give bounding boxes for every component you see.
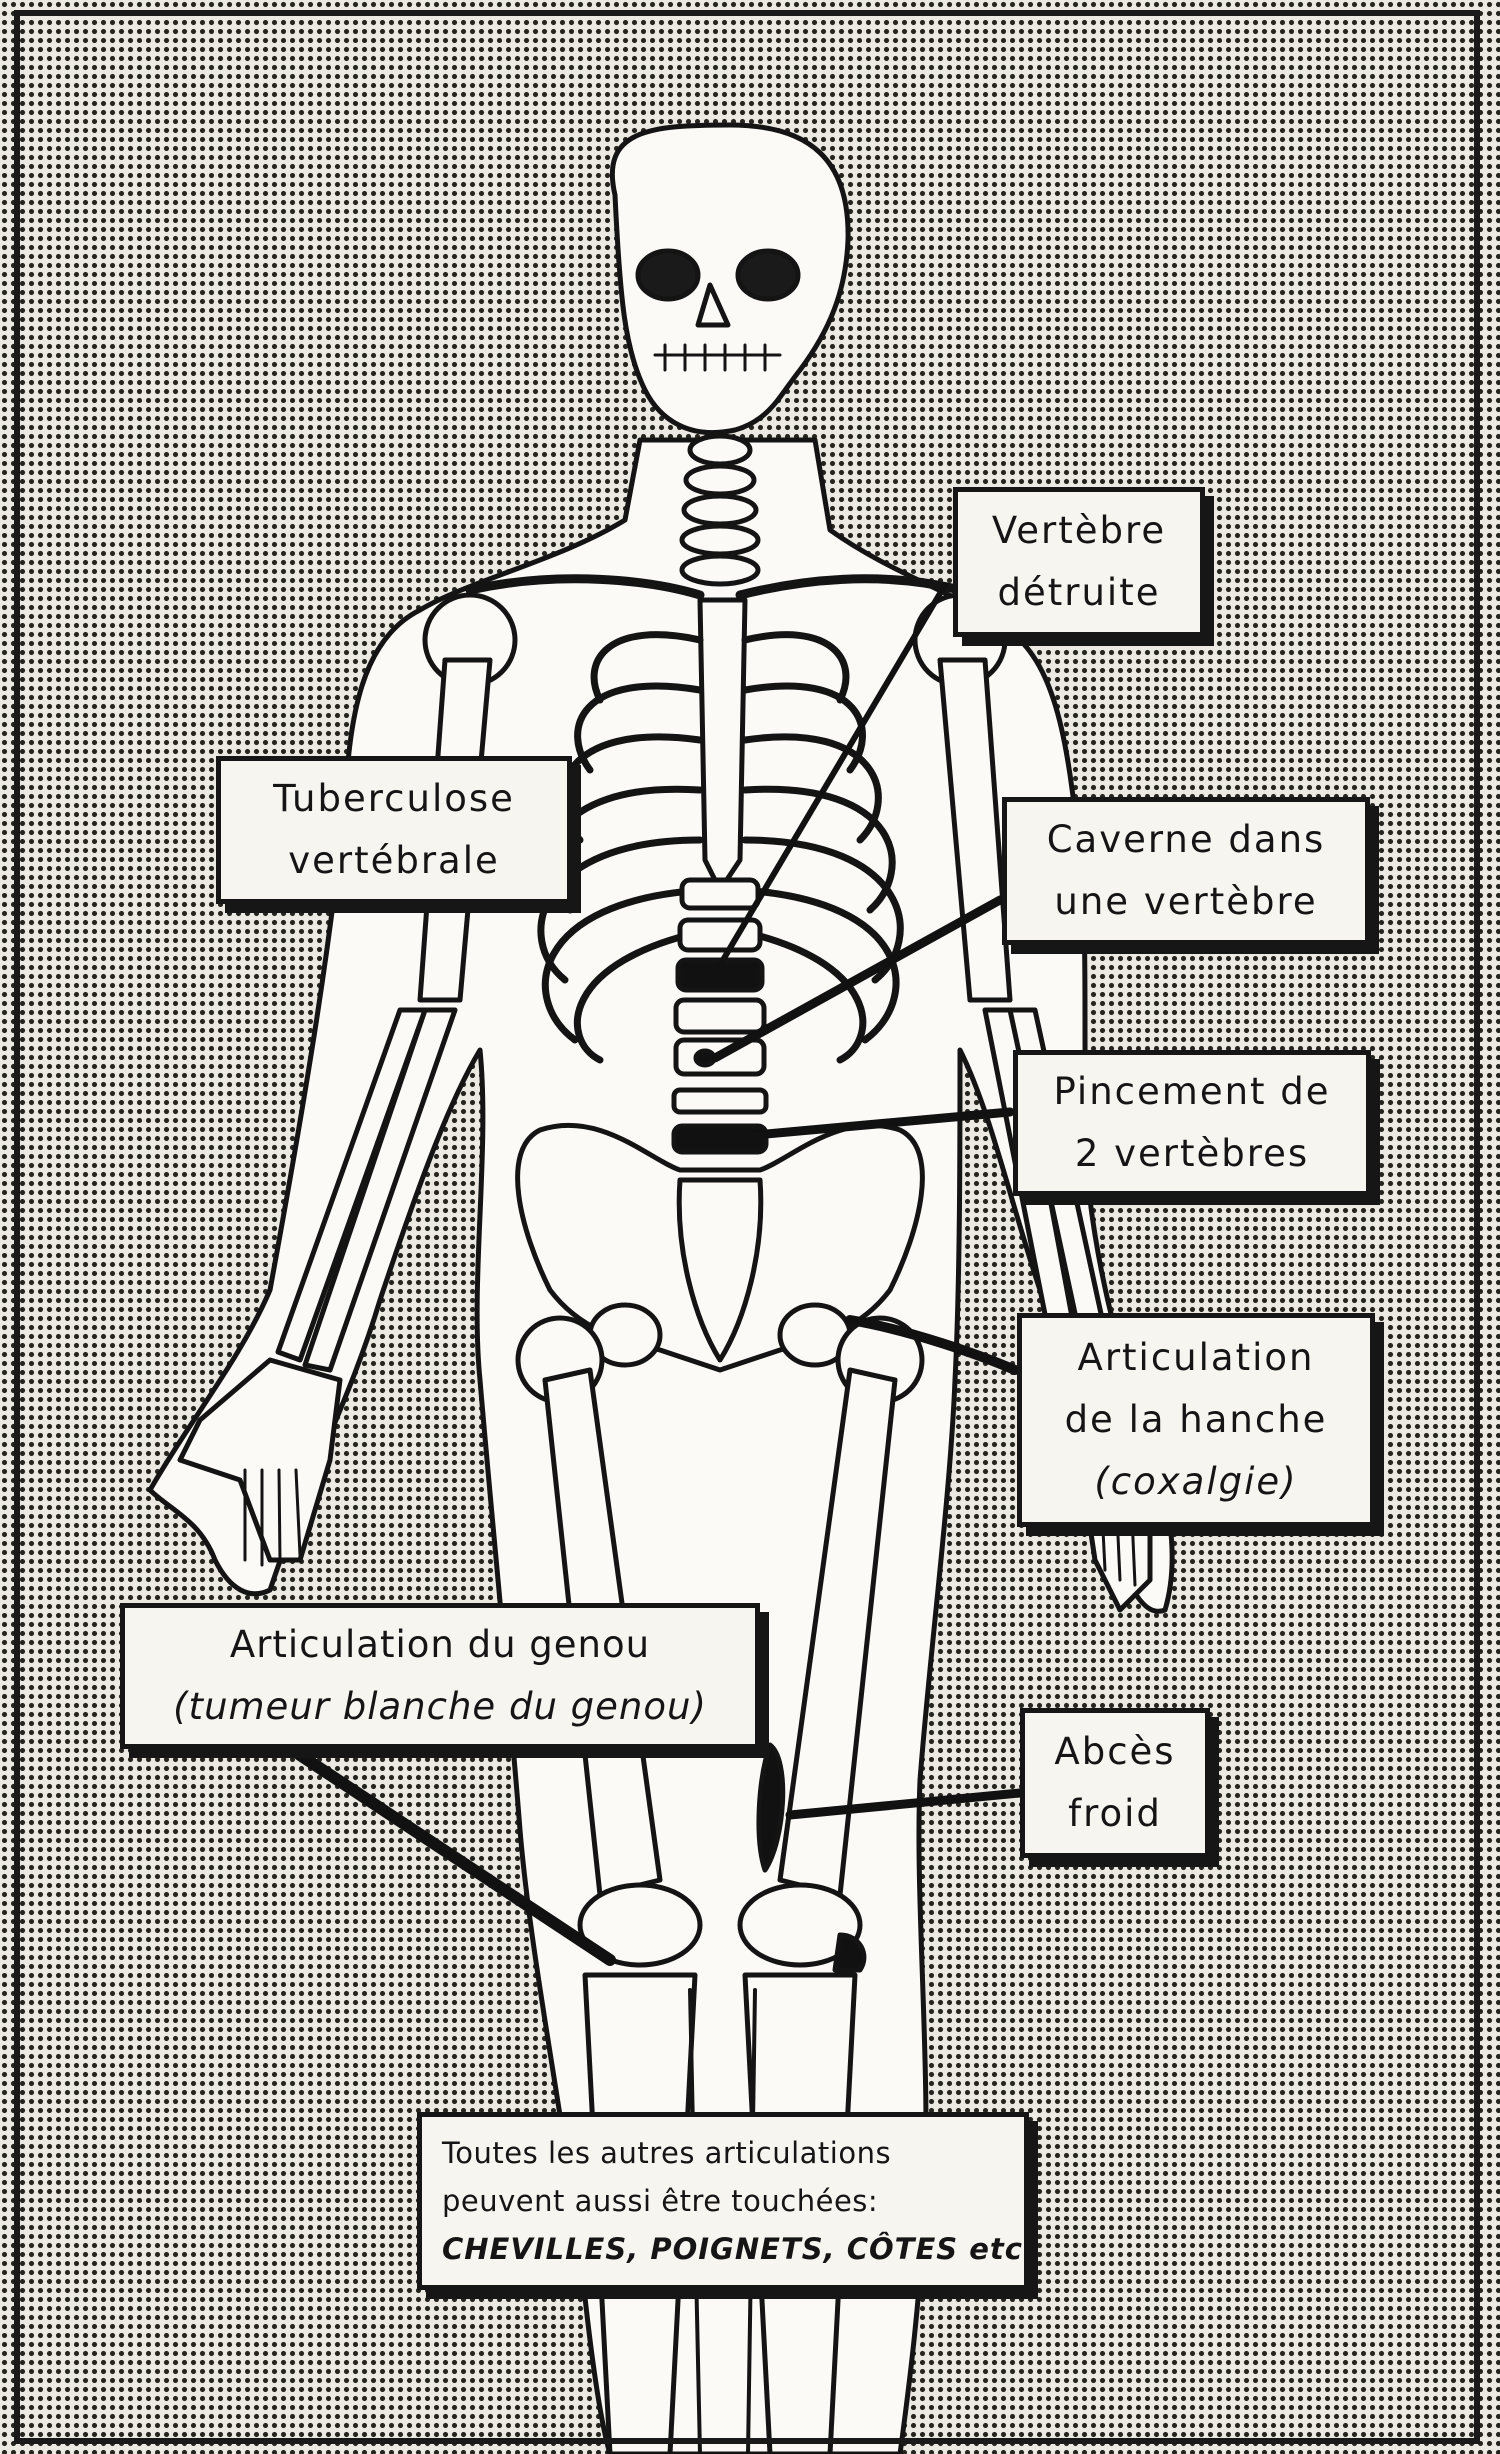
leader-hanche bbox=[845, 1315, 1020, 1375]
leader-vertebre-detruite bbox=[717, 582, 948, 968]
right-kneecap bbox=[737, 1882, 863, 1968]
left-hand bbox=[177, 1357, 343, 1563]
label-autres-articulations: Toutes les autres articulations peuvent … bbox=[417, 2112, 1029, 2290]
label-caverne: Caverne dans une vertèbre bbox=[1002, 797, 1370, 945]
label-tuberculose-vertebrale: Tuberculose vertébrale bbox=[216, 756, 572, 904]
sternum bbox=[697, 597, 748, 893]
left-eye-socket bbox=[635, 248, 701, 302]
rib-cage bbox=[537, 631, 904, 1064]
leader-abces bbox=[785, 1788, 1025, 1820]
right-humerus bbox=[937, 657, 1013, 1003]
leader-genou bbox=[294, 1749, 616, 1966]
label-pincement: Pincement de 2 vertèbres bbox=[1013, 1050, 1371, 1196]
label-genou: Articulation du genou (tumeur blanche du… bbox=[120, 1603, 760, 1749]
lumbar-vertebrae bbox=[671, 877, 769, 1155]
leader-caverne bbox=[710, 895, 1005, 1063]
sacrum bbox=[676, 1177, 764, 1363]
right-eye-socket bbox=[735, 248, 801, 302]
left-ulna bbox=[275, 1007, 428, 1363]
clavicles bbox=[465, 574, 965, 600]
label-vertebre-detruite: Vertèbre détruite bbox=[953, 487, 1205, 637]
left-radius bbox=[302, 1007, 458, 1373]
left-kneecap bbox=[577, 1882, 703, 1968]
cervical-vertebrae bbox=[679, 433, 761, 587]
label-abces: Abcès froid bbox=[1020, 1708, 1210, 1858]
label-hanche: Articulation de la hanche (coxalgie) bbox=[1017, 1313, 1375, 1527]
leader-pincement bbox=[750, 1107, 1015, 1140]
